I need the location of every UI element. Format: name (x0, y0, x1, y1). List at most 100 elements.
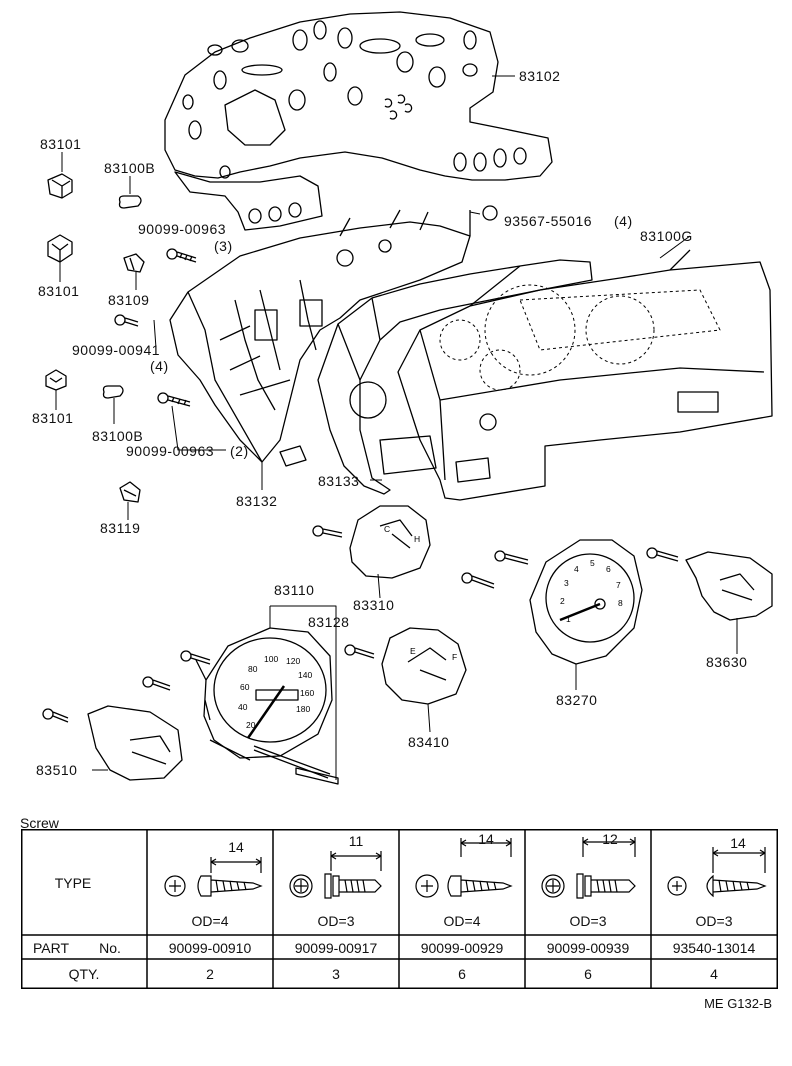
tacho-mark-8: 8 (618, 598, 623, 608)
printed-circuit-plate-83102 (164, 11, 553, 231)
hood-83133 (317, 259, 593, 495)
screw-type-5-icon (667, 847, 767, 898)
callout-90099-00963-a: 90099-00963 (138, 221, 227, 237)
bulb-socket-83101-middle (47, 234, 73, 263)
callout-83100b-a: 83100B (104, 160, 156, 176)
tacho-mark-5: 5 (590, 558, 595, 568)
callout-83100b-b: 83100B (92, 428, 144, 444)
callout-83102: 83102 (519, 68, 561, 84)
col3-qty: 6 (458, 966, 466, 982)
callout-93567-55016-qty: (4) (614, 213, 633, 229)
screw-table-title: Screw (20, 815, 59, 831)
col2-length: 11 (348, 833, 364, 849)
parts-diagram: 20 40 60 80 100 120 140 160 180 1 2 3 4 … (42, 11, 773, 785)
col1-qty: 2 (206, 966, 214, 982)
callout-83128: 83128 (308, 614, 350, 630)
tachometer-83270 (461, 539, 643, 665)
row-label-no: No. (99, 940, 121, 956)
screw-type-4-icon (541, 837, 636, 899)
callout-90099-00963-a-qty: (3) (214, 238, 233, 254)
speedo-mark-40: 40 (238, 702, 248, 712)
speedo-mark-180: 180 (296, 704, 310, 714)
tacho-mark-4: 4 (574, 564, 579, 574)
callout-83101-a: 83101 (40, 136, 82, 152)
bulb-socket-83101-top (47, 173, 73, 199)
col4-length: 12 (602, 831, 618, 847)
screw-90099-00941 (114, 314, 139, 327)
col5-part-no: 93540-13014 (672, 940, 756, 956)
callout-83310: 83310 (353, 597, 395, 613)
col1-length: 14 (228, 839, 244, 855)
screw-90099-00963-upper (166, 248, 197, 263)
tacho-mark-6: 6 (606, 564, 611, 574)
col3-length: 14 (478, 831, 494, 847)
col5-qty: 4 (710, 966, 718, 982)
speedo-mark-140: 140 (298, 670, 312, 680)
tacho-mark-1: 1 (566, 614, 571, 624)
temp-mark-h: H (414, 534, 420, 544)
col5-length: 14 (730, 835, 746, 851)
fuel-gauge-83410 (344, 627, 467, 705)
speedo-mark-80: 80 (248, 664, 258, 674)
tacho-mark-3: 3 (564, 578, 569, 588)
speedo-mark-60: 60 (240, 682, 250, 692)
col4-qty: 6 (584, 966, 592, 982)
screw-type-1-icon (164, 857, 263, 897)
callout-93567-55016: 93567-55016 (504, 213, 593, 229)
leader-lines (55, 75, 738, 780)
case-83132 (169, 209, 471, 467)
screw-type-3-icon (415, 838, 513, 898)
col4-part-no: 90099-00939 (546, 940, 630, 956)
speedo-mark-120: 120 (286, 656, 300, 666)
row-label-type: TYPE (54, 875, 92, 891)
col1-od: OD=4 (191, 913, 229, 929)
temp-mark-c: C (384, 524, 390, 534)
bulb-83119 (119, 481, 141, 503)
callout-83119: 83119 (100, 520, 141, 536)
bulb-socket-83101-bottom (45, 369, 67, 391)
callout-83510: 83510 (36, 762, 78, 778)
tacho-mark-2: 2 (560, 596, 565, 606)
screw-90099-00963-lower (157, 392, 191, 407)
bulb-83109 (123, 253, 145, 273)
callout-83133: 83133 (318, 473, 360, 489)
callout-83110: 83110 (274, 582, 315, 598)
callout-83100g: 83100G (640, 228, 693, 244)
col4-od: OD=3 (569, 913, 607, 929)
screw-type-2-icon (289, 851, 382, 899)
gauge-83630 (646, 547, 773, 621)
screw-table-grid (21, 829, 778, 989)
tacho-mark-7: 7 (616, 580, 621, 590)
col1-part-no: 90099-00910 (168, 940, 252, 956)
row-label-part: PART (32, 940, 70, 956)
bulb-83100b-bottom (102, 385, 124, 399)
col2-od: OD=3 (317, 913, 355, 929)
callout-83101-b: 83101 (38, 283, 80, 299)
callout-83410: 83410 (408, 734, 450, 750)
callout-90099-00963-b-qty: (2) (230, 443, 249, 459)
callout-83101-c: 83101 (32, 410, 74, 426)
speedo-mark-160: 160 (300, 688, 314, 698)
col5-od: OD=3 (695, 913, 733, 929)
callout-90099-00941: 90099-00941 (72, 342, 161, 358)
figure-code: ME G132-B (704, 996, 772, 1011)
s-mark-icon (482, 205, 498, 221)
temperature-gauge-83310 (312, 505, 431, 579)
row-label-qty: QTY. (68, 966, 100, 982)
speedo-mark-100: 100 (264, 654, 278, 664)
speedo-mark-20: 20 (246, 720, 256, 730)
shaft-83128 (295, 767, 339, 785)
screw-table: TYPE PART No. QTY. 14 OD=4 90099-00910 2… (21, 829, 778, 989)
callout-83270: 83270 (556, 692, 598, 708)
col3-part-no: 90099-00929 (420, 940, 504, 956)
gauge-83510 (42, 705, 183, 781)
col3-od: OD=4 (443, 913, 481, 929)
callout-90099-00963-b: 90099-00963 (126, 443, 215, 459)
meter-glass-83100g (397, 249, 773, 501)
speedometer-83110 (142, 627, 333, 779)
callout-83132: 83132 (236, 493, 278, 509)
callout-83109: 83109 (108, 292, 150, 308)
col2-part-no: 90099-00917 (294, 940, 378, 956)
fuel-mark-f: F (452, 652, 457, 662)
callout-83630: 83630 (706, 654, 748, 670)
